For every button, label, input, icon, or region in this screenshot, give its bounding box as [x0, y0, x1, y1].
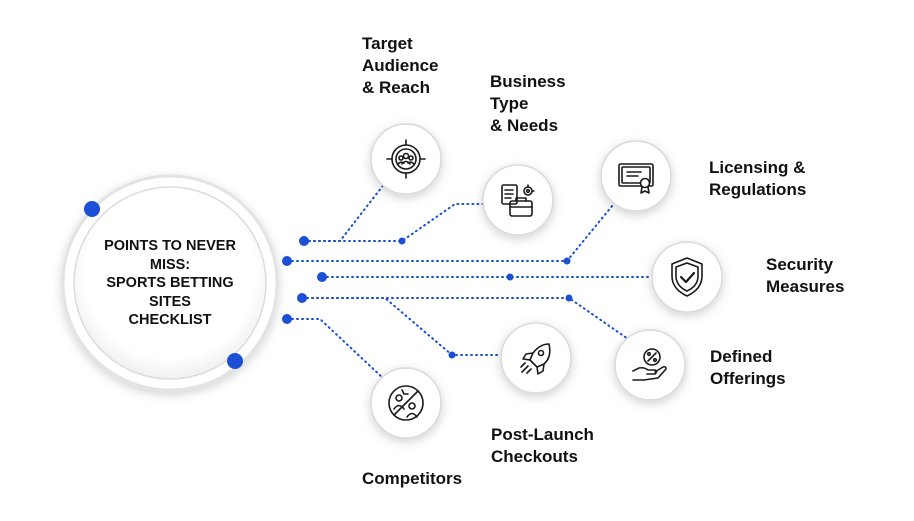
- connectors: [286, 182, 653, 380]
- dot-origin-1: [299, 236, 309, 246]
- dot-mid-postlaunch: [448, 351, 456, 359]
- label-licensing: Licensing & Regulations: [709, 158, 807, 199]
- connector-target-audience: [303, 182, 386, 242]
- connector-competitors: [286, 318, 385, 380]
- dot-mid-licensing: [563, 257, 571, 265]
- certificate-icon: [618, 163, 654, 194]
- label-defined-offerings: Defined Offerings: [710, 347, 786, 388]
- circle-business-type: [482, 164, 554, 236]
- center-circle: [61, 174, 279, 392]
- connector-defined-offerings: [301, 297, 632, 342]
- audience-target-icon: [386, 139, 426, 179]
- dot-origin-4: [297, 293, 307, 303]
- hand-percent-icon: [632, 348, 667, 381]
- connector-licensing: [286, 199, 618, 262]
- briefcase-gear-icon: [501, 184, 535, 217]
- label-post-launch: Post-Launch Checkouts: [491, 425, 594, 466]
- item-circles: [370, 123, 723, 439]
- center-accent-dot-bottom: [227, 353, 243, 369]
- label-target-audience: Target Audience & Reach: [362, 34, 439, 97]
- connector-post-launch: [301, 297, 502, 356]
- circle-security: [651, 241, 723, 313]
- dot-origin-2: [282, 256, 292, 266]
- center-accent-dot-top: [84, 201, 100, 217]
- dot-origin-5: [282, 314, 292, 324]
- competitors-icon: [388, 385, 424, 421]
- dot-mid-offerings: [565, 294, 573, 302]
- connector-business-type: [303, 203, 484, 242]
- label-competitors: Competitors: [362, 469, 463, 488]
- center-title: POINTS TO NEVER MISS: SPORTS BETTING SIT…: [104, 238, 236, 328]
- dot-mid-business: [398, 237, 406, 245]
- circle-post-launch: [500, 322, 572, 394]
- rocket-icon: [520, 343, 551, 375]
- dot-origin-3: [317, 272, 327, 282]
- connector-dots: [282, 236, 573, 359]
- label-business-type: Business Type & Needs: [490, 72, 566, 135]
- label-security: Security Measures: [766, 255, 845, 296]
- shield-check-icon: [671, 257, 703, 297]
- dot-mid-security: [506, 273, 514, 281]
